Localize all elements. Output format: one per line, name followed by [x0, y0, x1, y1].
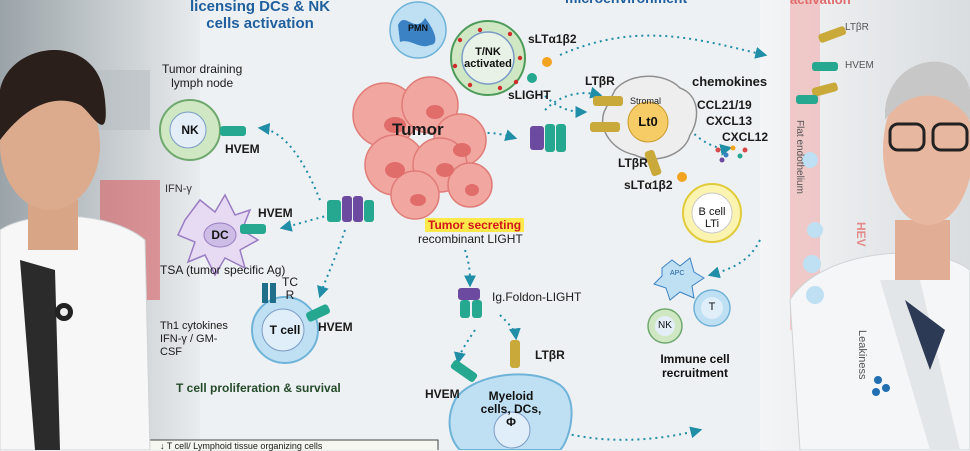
- stromal-label: Stromal: [630, 96, 662, 106]
- recombinant-light-label: recombinant LIGHT: [418, 232, 523, 246]
- tumor-label: Tumor: [392, 120, 444, 139]
- slta-bottom-label: sLTα1β2: [624, 178, 673, 192]
- bottom-box-label: ↓ T cell/ Lymphoid tissue organizing cel…: [160, 441, 323, 451]
- tnk-activated-label: T/NK activated: [464, 46, 512, 70]
- tumor-secreting-label: Tumor secreting: [425, 218, 525, 232]
- slight-label: sLIGHT: [508, 88, 551, 102]
- nk-cell: [159, 99, 246, 161]
- myeloid-cell: [448, 340, 573, 450]
- chemokines-label: chemokines: [692, 74, 768, 89]
- cxcl13-label: CXCL13: [706, 114, 753, 128]
- ltbr-bottom-label: LTβR: [618, 156, 648, 170]
- hvem-myeloid-label: HVEM: [425, 387, 460, 401]
- right-title: activation: [790, 0, 851, 7]
- t-small-label: T: [708, 301, 716, 313]
- ig-foldon-light-label: Ig.Foldon-LIGHT: [492, 290, 582, 304]
- hvem-nk-label: HVEM: [225, 142, 260, 156]
- t-cell-left: [251, 283, 331, 364]
- nk-label: NK: [181, 123, 199, 137]
- slight-particle-icon: [527, 73, 537, 83]
- left-title: licensing DCs & NK cells activation: [190, 0, 331, 32]
- flat-endothelium-label: Flat endothelium: [794, 120, 805, 194]
- slta-particle-top-icon: [542, 57, 552, 67]
- dc-label: DC: [211, 228, 229, 242]
- slta-particle-bottom-icon: [677, 172, 687, 182]
- b-cell-lti-label: B cell LTi: [698, 206, 726, 230]
- light-trimer-left-icon: [327, 196, 374, 222]
- tsa-label: TSA (tumor specific Ag): [160, 263, 286, 277]
- t-cell-small: [693, 289, 731, 327]
- dendritic-cell: [176, 193, 266, 277]
- arrow-down-from-tumor: [463, 249, 476, 288]
- lt0-label: Lt0: [638, 114, 658, 129]
- arrow-receptor-to-stromal: [544, 86, 603, 111]
- leakiness-label: Leakiness: [856, 330, 868, 380]
- nk-cell-small: [647, 308, 683, 344]
- hvem-tcell-label: HVEM: [318, 320, 353, 334]
- b-cell-lti: [682, 183, 742, 243]
- tcr-label: TC R: [282, 275, 298, 302]
- arrow-chemokines: [689, 129, 733, 156]
- ltbr-right-label: LTβR: [845, 22, 869, 33]
- arrow-bottom-right: [559, 426, 703, 441]
- stromal-cell: [590, 75, 698, 177]
- tumor-cluster: [352, 76, 493, 220]
- arrow-tumor-to-receptor: [464, 129, 518, 141]
- left-person: [0, 50, 151, 450]
- right-person: [789, 61, 970, 450]
- pmn-label: PMN: [408, 23, 428, 33]
- pmn-cell: [389, 1, 447, 59]
- ifn-gamma-label: IFN-γ: [165, 183, 192, 195]
- tnk-activated-cell: [450, 20, 526, 96]
- slta-top-label: sLTα1β2: [528, 32, 577, 46]
- apc-label: APC: [670, 270, 685, 277]
- t-cell-label: T cell: [269, 323, 301, 337]
- light-trimer-center-icon: [530, 124, 566, 152]
- apc-cell-icon: [653, 257, 705, 301]
- hvem-dc-label: HVEM: [258, 206, 293, 220]
- ltbr-myeloid-label: LTβR: [535, 348, 565, 362]
- tumor-draining-label: Tumor draining lymph node: [162, 62, 243, 90]
- arrow-slight: [544, 95, 588, 118]
- immune-recruitment-label: Immune cell recruitment: [660, 352, 730, 380]
- hev-label: HEV: [854, 222, 868, 247]
- myeloid-label: Myeloid cells, DCs, Φ: [480, 389, 542, 429]
- chemokine-dots-icon: [715, 145, 748, 163]
- nk-small-label: NK: [658, 320, 672, 331]
- t-cell-proliferation-label: T cell proliferation & survival: [176, 381, 341, 395]
- hvem-right-label: HVEM: [845, 60, 874, 71]
- arrow-to-nk: [257, 122, 321, 201]
- ligand-trimer-down-icon: [458, 288, 482, 318]
- center-title: microenvironment: [565, 0, 687, 6]
- arrow-top-to-right: [559, 34, 768, 59]
- cxcl12-label: CXCL12: [722, 130, 769, 144]
- ccl21-label: CCL21/19: [697, 98, 752, 112]
- vessel-receptors: [796, 26, 847, 304]
- ltbr-top-label: LTβR: [585, 74, 615, 88]
- th1-cytokines-label: Th1 cytokines IFN-γ / GM- CSF: [160, 320, 228, 358]
